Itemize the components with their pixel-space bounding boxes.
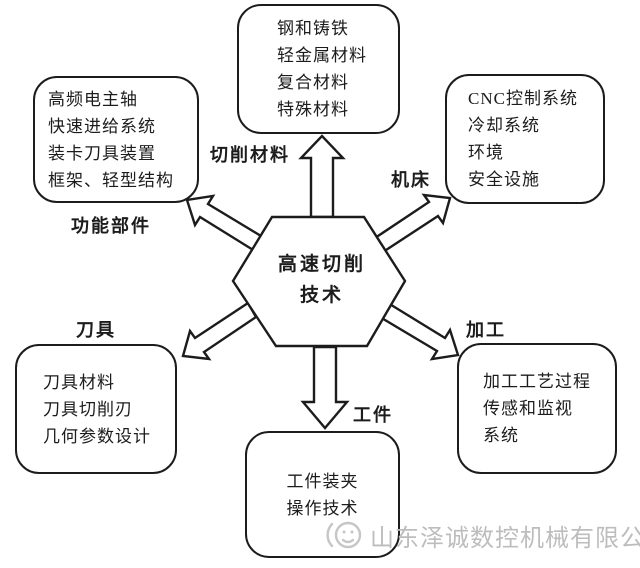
node-machine-tool: CNC控制系统 冷却系统 环境 安全设施 — [445, 74, 605, 204]
node-functional-components: 高频电主轴 快速进给系统 装卡刀具装置 框架、轻型结构 — [33, 76, 199, 203]
node-line: 操作技术 — [286, 498, 359, 518]
arrow-to-workpiece — [300, 345, 350, 430]
edge-label-workpiece: 工件 — [353, 405, 393, 425]
watermark: 山东泽诚数控机械有限公司 — [322, 515, 640, 555]
node-line: 框架、轻型结构 — [48, 170, 174, 190]
hexagon-center-node — [231, 215, 407, 348]
edge-label-cutting-material: 切削材料 — [210, 145, 290, 165]
node-line: 加工工艺过程 — [483, 372, 591, 391]
node-line: 系统 — [483, 426, 519, 445]
node-machining-process: 加工工艺过程 传感和监视 系统 — [457, 343, 617, 474]
node-line: 轻金属材料 — [277, 46, 367, 65]
node-line: 传感和监视 — [483, 399, 573, 418]
center-node-line: 技术 — [299, 285, 344, 306]
node-line: CNC控制系统 — [468, 89, 578, 108]
node-line: 特殊材料 — [277, 100, 349, 119]
node-line: 快速进给系统 — [48, 116, 156, 136]
node-line: 安全设施 — [468, 170, 540, 189]
node-workpiece: 工件装夹 操作技术 — [245, 431, 400, 558]
node-line: 冷却系统 — [468, 116, 540, 135]
node-cutting-tool: 刀具材料 刀具切削刃 几何参数设计 — [15, 344, 177, 474]
arrow-to-cutting-tool — [181, 301, 258, 361]
edge-label-functional-components: 功能部件 — [71, 216, 151, 236]
node-line: 刀具切削刃 — [43, 399, 133, 419]
node-line: 几何参数设计 — [43, 426, 151, 446]
node-line: 装卡刀具装置 — [48, 143, 156, 163]
edge-label-machine: 机床 — [391, 170, 431, 190]
node-line: 环境 — [468, 143, 504, 162]
arrow-to-machining-process — [378, 301, 460, 361]
node-line: 刀具材料 — [43, 372, 115, 392]
swirl-face-logo-icon — [326, 521, 362, 549]
node-line: 复合材料 — [277, 73, 349, 92]
arrow-to-functional-components — [185, 194, 268, 255]
arrow-to-machine-tool — [373, 193, 452, 254]
node-line: 高频电主轴 — [48, 89, 138, 109]
node-line: 工件装夹 — [286, 471, 359, 491]
node-line: 钢和铸铁 — [277, 19, 349, 38]
edge-label-tool: 刀具 — [76, 320, 116, 340]
center-node-line: 高速切削 — [277, 254, 366, 275]
arrow-to-cutting-materials — [298, 134, 346, 219]
watermark-company-text: 山东泽诚数控机械有限公司 — [370, 524, 640, 552]
edge-label-machining: 加工 — [466, 320, 506, 340]
center-node-text: 高速切削 技术 — [248, 249, 396, 311]
node-cutting-materials: 钢和铸铁 轻金属材料 复合材料 特殊材料 — [237, 4, 400, 134]
